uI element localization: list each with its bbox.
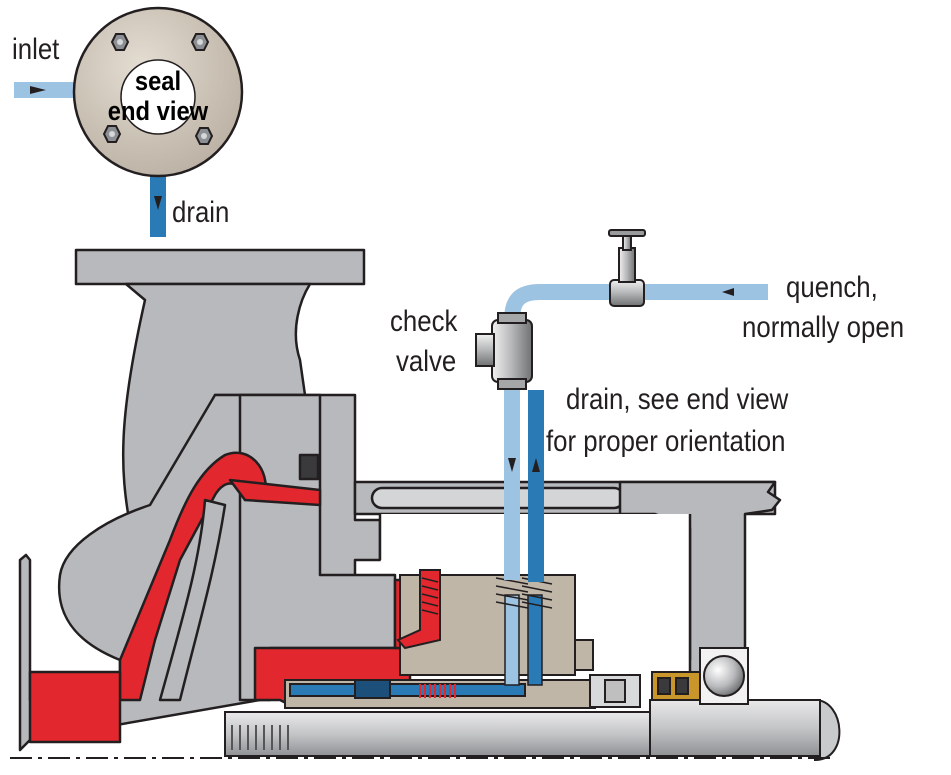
quench-label-line1: quench, <box>786 271 878 304</box>
seal-end-view <box>14 6 244 237</box>
inlet-label: inlet <box>12 33 60 66</box>
seal-spring <box>419 684 456 698</box>
drain-line <box>528 390 544 582</box>
seal-bolt <box>574 639 594 671</box>
check-valve-label-line2: valve <box>396 345 457 378</box>
shaft-thread <box>231 725 289 750</box>
shaft-sleeve <box>649 699 821 757</box>
shaft <box>10 698 841 762</box>
pump-casing <box>18 248 782 752</box>
quench-fitting-thread <box>495 577 529 609</box>
quench-port-passage <box>504 594 520 686</box>
gland-slot <box>370 486 626 510</box>
drain-up-arrow <box>532 458 540 472</box>
flush-passage <box>396 569 441 650</box>
drain-note-line2: for proper orientation <box>546 425 786 458</box>
check-valve-label-line1: check <box>390 305 458 338</box>
shaft-end <box>814 698 841 762</box>
quench-down-arrow <box>508 458 516 472</box>
drain-label-top: drain <box>172 196 230 229</box>
drain-port-passage <box>527 594 543 686</box>
mechanical-seal <box>284 569 641 709</box>
check-valve-icon <box>475 312 533 390</box>
casing-notch <box>298 453 320 481</box>
ball-bearing-icon <box>651 647 749 705</box>
discharge-flange <box>74 248 366 286</box>
lock-screw <box>604 679 626 703</box>
impeller-eye-block <box>28 670 122 744</box>
rotating-face <box>354 679 391 699</box>
drain-flow-arrow-top <box>154 196 162 210</box>
bolt-icon <box>102 33 214 145</box>
quench-label-line2: normally open <box>742 311 905 344</box>
bracket-inner <box>380 514 690 660</box>
drain-note-line1: drain, see end view <box>566 383 789 416</box>
impeller-hub <box>228 478 322 507</box>
inlet-flow-arrow <box>30 86 46 94</box>
impeller-vane <box>158 498 227 702</box>
seal-end-view-title-line1: seal <box>134 66 182 96</box>
seal-bore <box>120 59 196 135</box>
flush-port-thread <box>421 577 439 615</box>
quench-flow-arrow <box>722 288 734 296</box>
impeller-shroud <box>118 451 268 702</box>
seal-inner-blue <box>289 683 526 697</box>
globe-valve-icon <box>608 229 646 307</box>
seal-end-view-title-line2: end view <box>107 96 209 126</box>
